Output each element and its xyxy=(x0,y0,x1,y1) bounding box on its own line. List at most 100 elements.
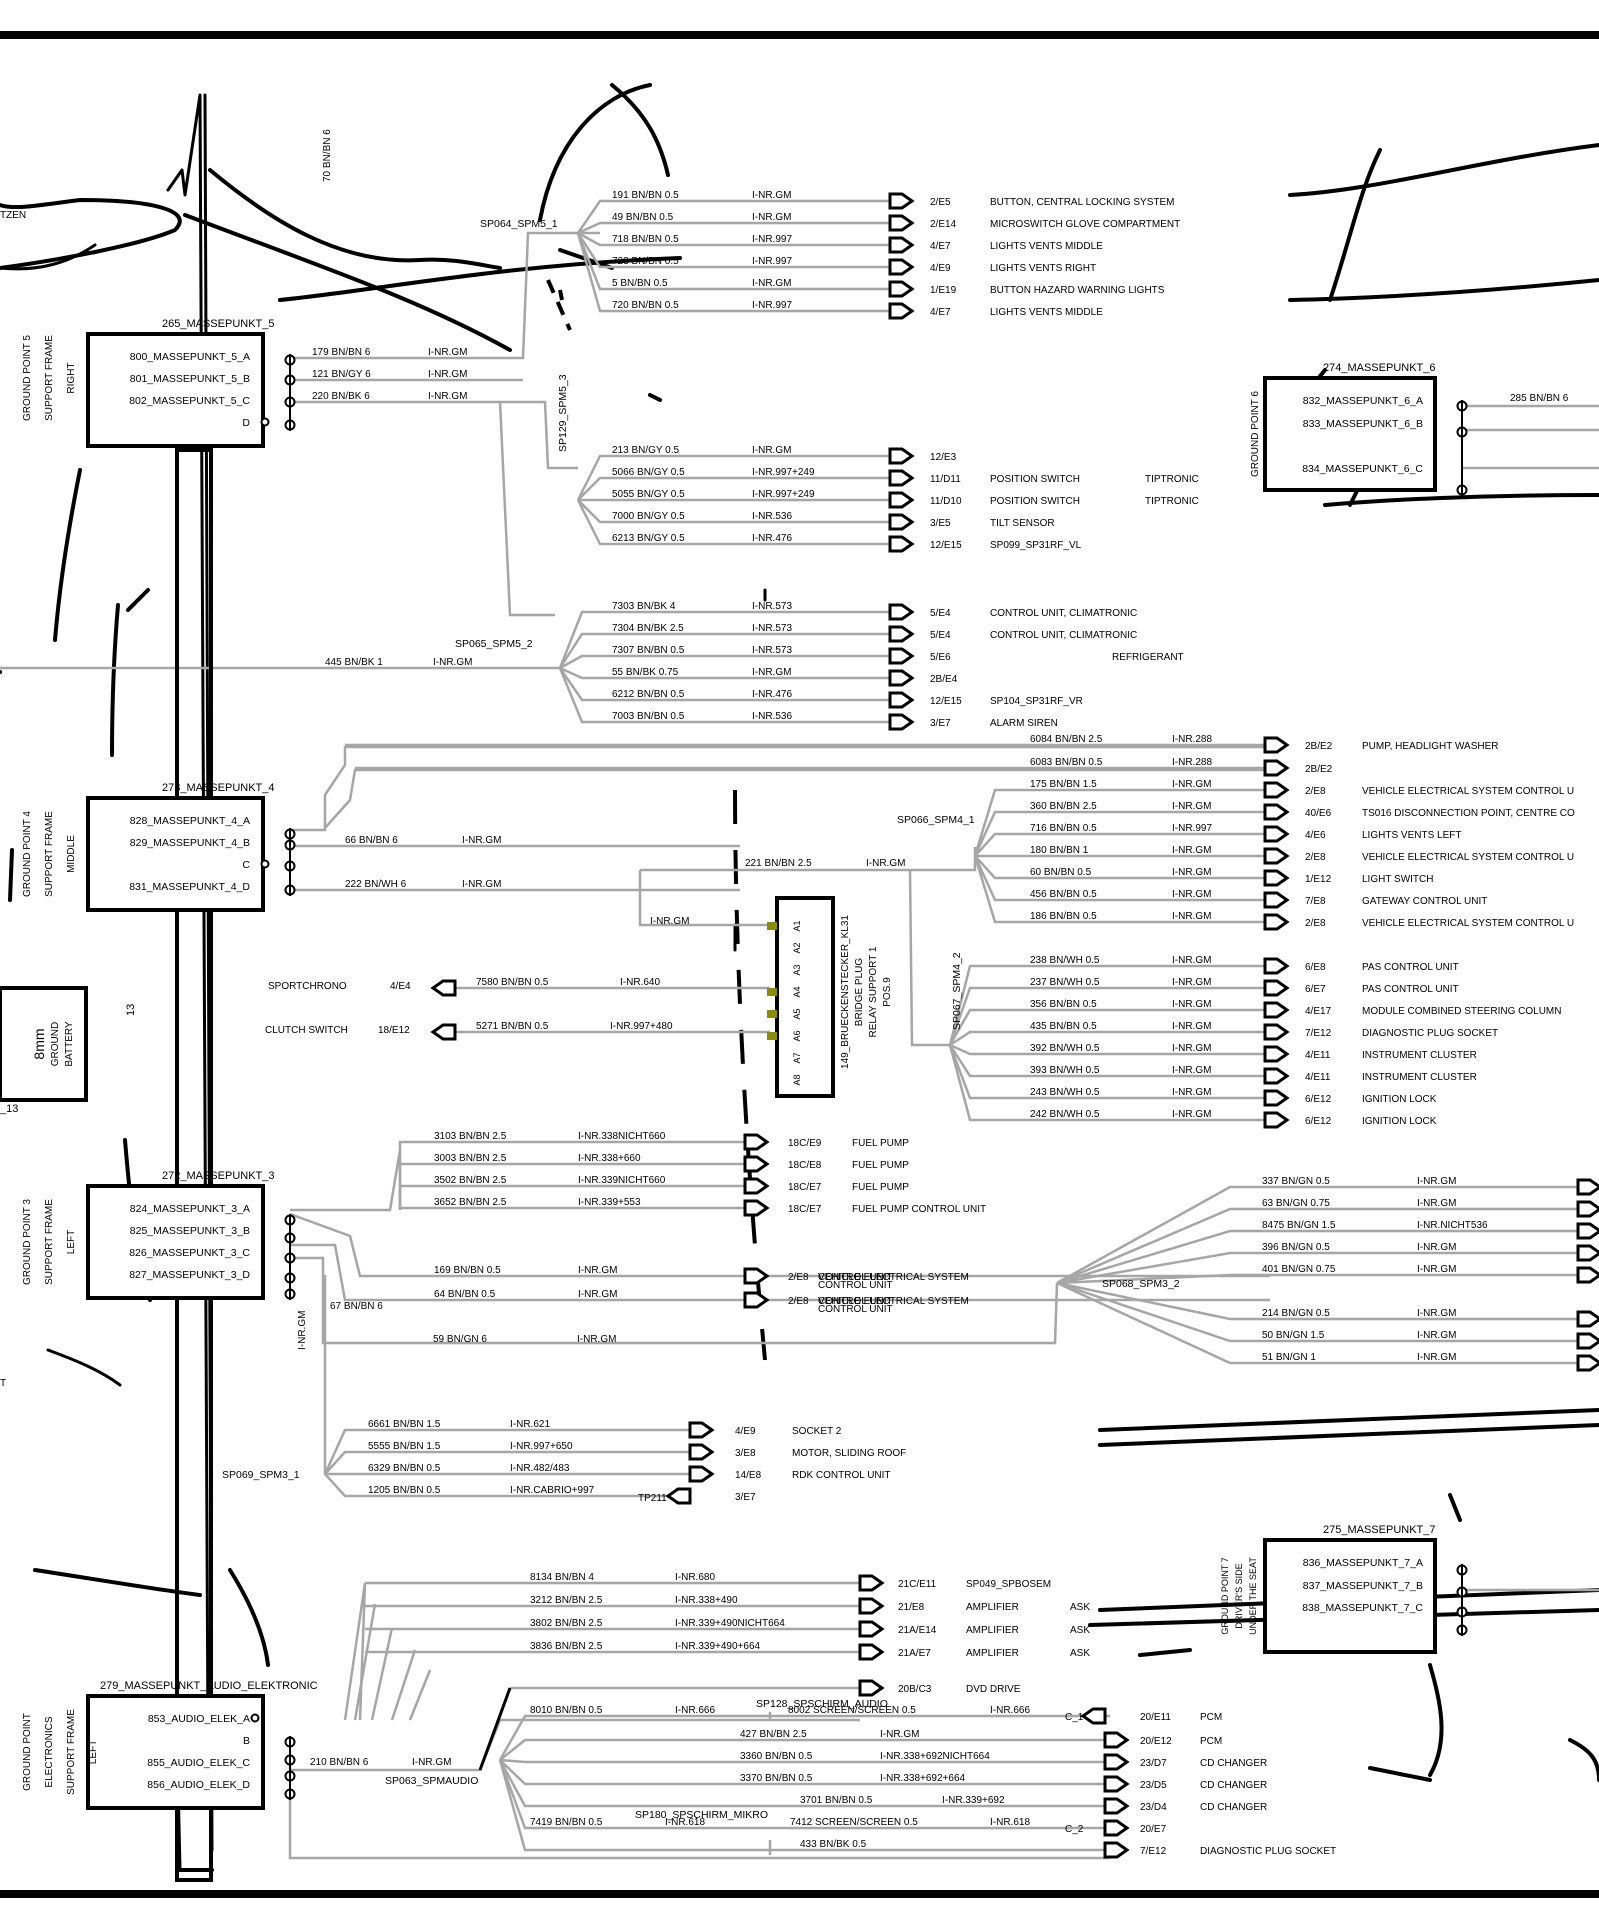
branch-wire xyxy=(558,610,890,669)
connector-pos-label: 40/E6 xyxy=(1305,808,1332,819)
connector-pos-label: 6/E8 xyxy=(1305,962,1326,973)
wire-route-label: I-NR.GM xyxy=(752,212,791,223)
wire-route-label: I-NR.339+490NICHT664 xyxy=(675,1618,785,1629)
feeder-route-label: I-NR.GM xyxy=(433,657,472,668)
wire-route-label: I-NR.339+490+664 xyxy=(675,1641,761,1652)
connector-pos-label: 18C/E7 xyxy=(788,1182,822,1193)
connector-arrow-icon xyxy=(858,1620,885,1638)
connector-arrow-icon xyxy=(888,214,915,232)
wire-number-label: 716 BN/BN 0.5 xyxy=(1030,823,1097,834)
scribble-stroke xyxy=(33,1568,202,1597)
connector-arrow-icon xyxy=(1103,1797,1130,1815)
component-label: VEHICLE ELECTRICAL SYSTEM xyxy=(818,1272,969,1283)
connector-arrow-icon xyxy=(1576,1244,1599,1262)
ground-pin-label: 824_MASSEPUNKT_3_A xyxy=(130,1203,250,1215)
component-label: IGNITION LOCK xyxy=(1362,1094,1437,1105)
wire-number-label: 401 BN/GN 0.75 xyxy=(1262,1264,1336,1275)
connector-pos-label: 18C/E9 xyxy=(788,1138,822,1149)
wire-route-label: I-NR.GM xyxy=(578,1265,617,1276)
wire-number-label: 7304 BN/BK 2.5 xyxy=(612,623,684,634)
wire-route-label: I-NR.GM xyxy=(578,1289,617,1300)
connector-pos-label: 12/E15 xyxy=(930,540,962,551)
scribble-stroke xyxy=(166,93,210,1742)
ground-pin-label: 837_MASSEPUNKT_7_B xyxy=(1303,1580,1423,1592)
scribble-stroke xyxy=(1323,493,1599,507)
connector-arrow-icon xyxy=(888,258,915,276)
connector-pos-label: 4/E6 xyxy=(1305,830,1326,841)
connector-arrow-icon xyxy=(743,1155,770,1173)
scribble-stroke xyxy=(53,468,82,642)
feeder-wire-label: 210 BN/BN 6 xyxy=(310,1757,369,1768)
ground-point-name: 272_MASSEPUNKT_3 xyxy=(162,1170,275,1182)
component-label: AMPLIFIER xyxy=(966,1625,1019,1636)
feeder-wire-label: 445 BN/BK 1 xyxy=(325,657,383,668)
wire-route-label: I-NR.339+553 xyxy=(578,1197,641,1208)
connector-arrow-icon xyxy=(1103,1775,1130,1793)
ground-point-caption: LEFT xyxy=(88,1740,99,1764)
component-label: GATEWAY CONTROL UNIT xyxy=(1362,896,1487,907)
ground-point-caption: MIDDLE xyxy=(66,835,77,873)
wire-number-label: 5271 BN/BN 0.5 xyxy=(476,1021,549,1032)
bridge-pin-contact xyxy=(767,1010,777,1018)
ground-point-caption: DRIVER'S SIDE xyxy=(1234,1563,1244,1628)
ground-rail xyxy=(175,448,213,1882)
scribble-stroke xyxy=(110,603,120,757)
frame xyxy=(0,31,1599,1898)
wire-route-label: I-NR.666 xyxy=(675,1705,715,1716)
wire-number-label: 435 BN/BN 0.5 xyxy=(1030,1021,1097,1032)
scribble-stroke xyxy=(126,588,150,612)
wire-number-label: 3360 BN/BN 0.5 xyxy=(740,1751,813,1762)
wire-route-label: I-NR.GM xyxy=(1172,845,1211,856)
wire-number-label: 180 BN/BN 1 xyxy=(1030,845,1089,856)
ground-point-caption: UNDER THE SEAT xyxy=(1248,1557,1258,1635)
connector-arrow-icon xyxy=(888,669,915,687)
component-label: SP099_SP31RF_VL xyxy=(990,540,1082,551)
component-label: FUEL PUMP xyxy=(852,1138,909,1149)
connector-pos-label: 20/E12 xyxy=(1140,1736,1172,1747)
cut-off-label: TZEN xyxy=(0,210,26,221)
wire-route-label: I-NR.GM xyxy=(1417,1264,1456,1275)
connector-arrow-icon xyxy=(743,1199,770,1217)
connector-arrow-icon xyxy=(858,1679,885,1697)
ground-point-caption: GROUND POINT 6 xyxy=(1250,391,1261,477)
component-label: TS016 DISCONNECTION POINT, CENTRE CO xyxy=(1362,808,1575,819)
feeder-wire-label: 222 BN/WH 6 xyxy=(345,879,407,890)
branch-wire xyxy=(973,855,1265,924)
connector-arrow-icon xyxy=(1263,869,1290,887)
wire-route-label: I-NR.GM xyxy=(1172,1043,1211,1054)
wire-number-label: 456 BN/BN 0.5 xyxy=(1030,889,1097,900)
wire-number-label: 6329 BN/BN 0.5 xyxy=(368,1463,441,1474)
ground-point-name: 273_MASSEPUNKT_4 xyxy=(162,782,275,794)
feeder-route-label: I-NR.GM xyxy=(297,1311,308,1350)
component-label: PAS CONTROL UNIT xyxy=(1362,984,1459,995)
wire-route-label: I-NR.997 xyxy=(752,300,792,311)
connector-pos-label: 2/E5 xyxy=(930,197,951,208)
connector-arrow-icon xyxy=(743,1267,770,1285)
wire-route-label: I-NR.GM xyxy=(752,445,791,456)
component-label: LIGHT SWITCH xyxy=(1362,874,1433,885)
ground-pin-label: 802_MASSEPUNKT_5_C xyxy=(129,395,250,407)
component-label: INSTRUMENT CLUSTER xyxy=(1362,1050,1477,1061)
connector-arrow-icon xyxy=(1263,803,1290,821)
wire-route-label: I-NR.GM xyxy=(1417,1308,1456,1319)
component-label: CONTROL UNIT, CLIMATRONIC xyxy=(990,630,1137,641)
wire-number-label: 169 BN/BN 0.5 xyxy=(434,1265,501,1276)
ground-pin-label: 801_MASSEPUNKT_5_B xyxy=(130,373,250,385)
connector-pos-label: 3/E8 xyxy=(735,1448,756,1459)
components xyxy=(0,192,1599,1882)
branch-wire xyxy=(558,667,890,702)
wire-number-label: 7000 BN/GY 0.5 xyxy=(612,511,685,522)
ground-pin-label: 855_AUDIO_ELEK_C xyxy=(147,1757,250,1769)
wire-number-label: 427 BN/BN 2.5 xyxy=(740,1729,807,1740)
connector-arrow-icon xyxy=(1576,1266,1599,1284)
branch-wire xyxy=(974,832,1265,857)
wire-number-label: 243 BN/WH 0.5 xyxy=(1030,1087,1100,1098)
wire-number-label: 60 BN/BN 0.5 xyxy=(1030,867,1092,878)
component-note: ASK xyxy=(1070,1625,1090,1636)
connector-arrow-icon xyxy=(1103,1753,1130,1771)
connector-arrow-icon xyxy=(1263,1089,1290,1107)
bridge-pin-label: A5 xyxy=(792,1008,802,1019)
branch-wire xyxy=(576,232,890,269)
ground-pin-label: 853_AUDIO_ELEK_A xyxy=(148,1713,250,1725)
